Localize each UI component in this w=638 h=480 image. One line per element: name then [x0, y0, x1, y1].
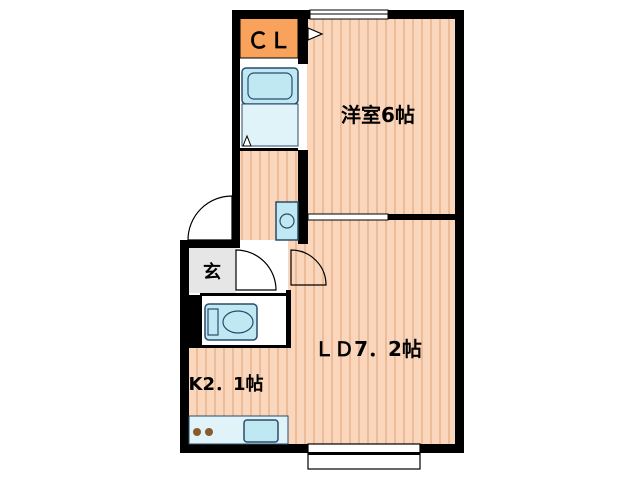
bathroom-wall-unit: [241, 103, 299, 147]
wall-bath-right: [298, 19, 308, 64]
ld-label: ＬＤ7．2帖: [314, 337, 422, 361]
door-swing-icon: [307, 27, 324, 41]
wall-entry-top: [180, 240, 240, 248]
door-swing-icon: [235, 249, 277, 291]
hall-floor: [240, 240, 288, 290]
window-bottom: [307, 443, 421, 470]
toilet-tank: [207, 308, 219, 336]
wall-hall-right: [286, 290, 291, 348]
ld-floor: [288, 218, 457, 446]
wall-top-left: [232, 10, 310, 19]
western-room-floor: [307, 14, 457, 218]
entrance-floor: [189, 248, 236, 293]
bathroom-door-marker: [242, 134, 252, 147]
wall-bedroom-divider: [388, 214, 458, 220]
stove-icon: [193, 428, 201, 436]
closet-label: ＣＬ: [247, 29, 291, 54]
wall-divider-toilet: [200, 293, 288, 296]
wall-top-right: [388, 10, 464, 19]
kitchen-label: K2．1帖: [189, 373, 264, 395]
stove-icon: [205, 428, 213, 436]
door-swing-icon: [187, 195, 233, 241]
washbasin-bowl: [279, 213, 295, 229]
wall-washroom-right: [298, 150, 308, 244]
window-divider: [307, 213, 389, 221]
wall-left-lower: [180, 240, 189, 453]
walls: [180, 10, 464, 453]
entrance-label: 玄: [203, 261, 221, 283]
western-room-label: 洋室6帖: [341, 103, 415, 127]
door-swing-icon: [290, 249, 327, 286]
bathtub-inner: [247, 72, 293, 100]
sink-icon: [243, 419, 279, 443]
wall-divider-kitchen: [189, 345, 288, 348]
wall-bottom-right: [420, 444, 464, 453]
toilet-bowl: [222, 310, 254, 334]
window-bottom-sill: [308, 452, 420, 455]
wall-left-upper: [232, 10, 240, 245]
wall-bottom-left: [180, 444, 308, 453]
wall-right: [455, 10, 464, 453]
wall-divider-bath: [240, 148, 298, 151]
wall-toilet-left: [180, 295, 202, 345]
